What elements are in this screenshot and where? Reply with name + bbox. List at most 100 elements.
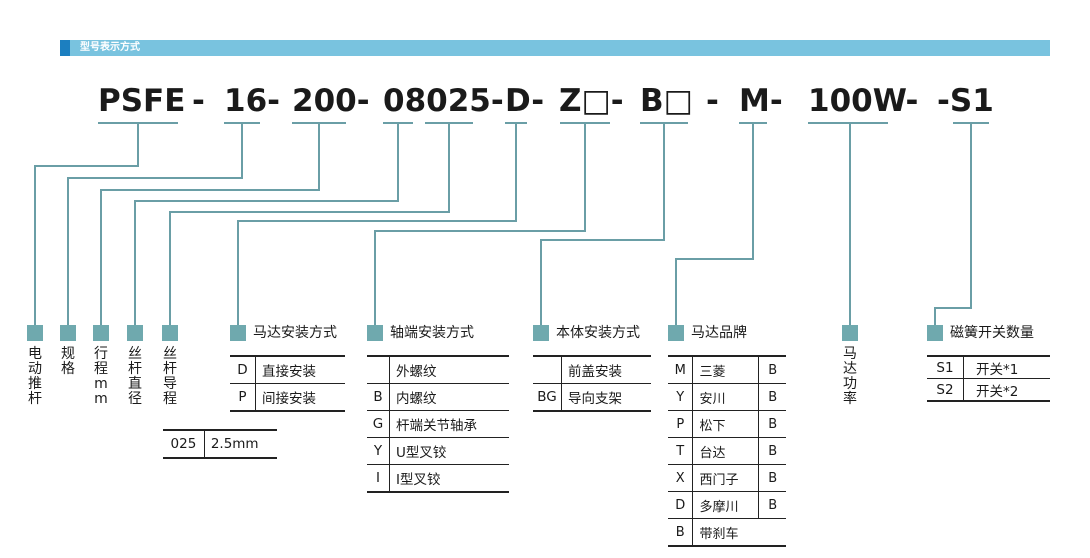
section-marker-motor-brand bbox=[668, 325, 684, 341]
section-marker-body-mount bbox=[533, 325, 549, 341]
table-row: 外螺纹 bbox=[367, 355, 509, 384]
row-code: X bbox=[668, 464, 694, 492]
row-desc: I型叉铰 bbox=[389, 464, 509, 493]
row-desc: 外螺纹 bbox=[389, 355, 509, 384]
code-stroke: 200- bbox=[292, 83, 370, 119]
table-row: 025 2.5mm bbox=[163, 429, 277, 459]
row-code: I bbox=[367, 464, 390, 493]
lead-code: 025 bbox=[163, 429, 205, 459]
row-brake: B bbox=[758, 410, 786, 438]
lead-value: 2.5mm bbox=[204, 429, 277, 459]
connector-shaft-end bbox=[374, 123, 586, 325]
connector-reed-switch bbox=[934, 123, 972, 325]
row-name: 松下 bbox=[692, 410, 759, 438]
connector-series bbox=[34, 123, 139, 325]
shaft-end-title: 轴端安装方式 bbox=[390, 325, 474, 341]
connector-screw-lead bbox=[169, 123, 450, 325]
row-code: G bbox=[367, 410, 390, 438]
connector-stroke bbox=[100, 123, 320, 325]
row-code: D bbox=[230, 355, 256, 384]
label-spec: 规格 bbox=[61, 346, 75, 377]
row-code: P bbox=[230, 383, 256, 412]
connector-screw-dia bbox=[134, 123, 399, 325]
code-motor-mount: D- bbox=[505, 83, 545, 119]
row-brake: B bbox=[758, 464, 786, 492]
body-mount-title: 本体安装方式 bbox=[556, 325, 640, 341]
section-marker-shaft-end bbox=[367, 325, 383, 341]
row-code: S1 bbox=[927, 355, 964, 379]
row-desc: 直接安装 bbox=[255, 355, 345, 384]
label-screw-lead: 丝杆导程 bbox=[163, 346, 177, 407]
row-brake: B bbox=[758, 491, 786, 519]
label-electric-pushrod: 电动推杆 bbox=[28, 346, 42, 407]
row-name: 带刹车 bbox=[692, 518, 786, 547]
row-code: M bbox=[668, 355, 694, 384]
code-motor-power: 100W- bbox=[808, 83, 919, 119]
lead-table: 025 2.5mm bbox=[163, 429, 277, 459]
label-stroke: 行程mm bbox=[94, 346, 108, 407]
underline-motor-power bbox=[808, 122, 888, 124]
row-code: S2 bbox=[927, 378, 964, 402]
row-code: B bbox=[668, 518, 694, 547]
row-brake: B bbox=[758, 383, 786, 411]
row-desc: 开关*2 bbox=[963, 378, 1050, 402]
connector-spec bbox=[67, 123, 243, 325]
table-row: P 间接安装 bbox=[230, 383, 345, 412]
row-desc: 导向支架 bbox=[561, 383, 651, 412]
header-bar bbox=[60, 40, 1050, 56]
connector-body-mount bbox=[540, 123, 665, 325]
row-code: Y bbox=[367, 437, 390, 465]
row-desc: U型叉铰 bbox=[389, 437, 509, 465]
row-name: 三菱 bbox=[692, 355, 759, 384]
label-marker-screw-dia bbox=[127, 325, 143, 341]
row-code: B bbox=[367, 383, 390, 411]
row-code: D bbox=[668, 491, 694, 519]
label-marker-stroke bbox=[93, 325, 109, 341]
code-dash-2: - bbox=[706, 83, 719, 119]
label-marker-series bbox=[27, 325, 43, 341]
header-accent bbox=[60, 40, 70, 56]
row-desc: 内螺纹 bbox=[389, 383, 509, 411]
row-code: T bbox=[668, 437, 694, 465]
row-desc: 开关*1 bbox=[963, 355, 1050, 379]
table-row: 前盖安装 bbox=[533, 355, 651, 384]
code-reed-switch: -S1 bbox=[937, 83, 994, 119]
motor-mount-title: 马达安装方式 bbox=[253, 325, 337, 341]
row-brake: B bbox=[758, 437, 786, 465]
section-marker-reed-switch bbox=[927, 325, 943, 341]
reed-switch-title: 磁簧开关数量 bbox=[950, 325, 1034, 341]
section-marker-motor-mount bbox=[230, 325, 246, 341]
row-name: 多摩川 bbox=[692, 491, 759, 519]
code-dash: - bbox=[192, 83, 205, 119]
code-body-mount: B□ bbox=[640, 83, 693, 119]
row-desc: 间接安装 bbox=[255, 383, 345, 412]
row-code: Y bbox=[668, 383, 694, 411]
code-motor-brand: M- bbox=[739, 83, 783, 119]
label-marker-screw-lead bbox=[162, 325, 178, 341]
code-screw: 08025- bbox=[383, 83, 504, 119]
motor-power-label: 马达功率 bbox=[843, 346, 857, 407]
row-desc: 杆端关节轴承 bbox=[389, 410, 509, 438]
row-brake: B bbox=[758, 355, 786, 384]
label-screw-diameter: 丝杆直径 bbox=[128, 346, 142, 407]
code-series: PSFE bbox=[98, 83, 186, 119]
label-marker-spec bbox=[60, 325, 76, 341]
motor-brand-title: 马达品牌 bbox=[691, 325, 747, 341]
row-desc: 前盖安装 bbox=[561, 355, 651, 384]
motor-mount-table: D 直接安装 P 间接安装 bbox=[230, 355, 345, 412]
